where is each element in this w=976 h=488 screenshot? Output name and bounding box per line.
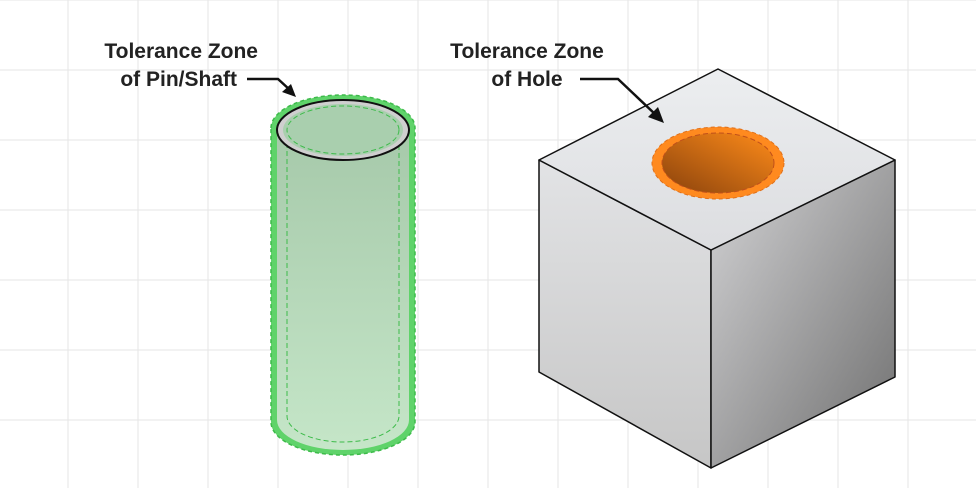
hole-dashed: [661, 132, 775, 194]
hole-label-line2: of Hole: [491, 68, 562, 91]
pin-cylinder: [270, 94, 416, 456]
pin-body: [277, 130, 409, 450]
block-with-hole: [538, 68, 896, 469]
hole-label-line1: Tolerance Zone: [450, 40, 604, 63]
pin-inner-dashed: [286, 135, 400, 443]
hole-inner: [662, 133, 774, 193]
pin-label-line1: Tolerance Zone: [104, 40, 258, 63]
hole-leader-arrow: [580, 77, 664, 123]
pin-top-dashed: [286, 105, 400, 155]
pin-leader-arrow: [247, 77, 296, 97]
pin-label-line2: of Pin/Shaft: [120, 68, 237, 91]
